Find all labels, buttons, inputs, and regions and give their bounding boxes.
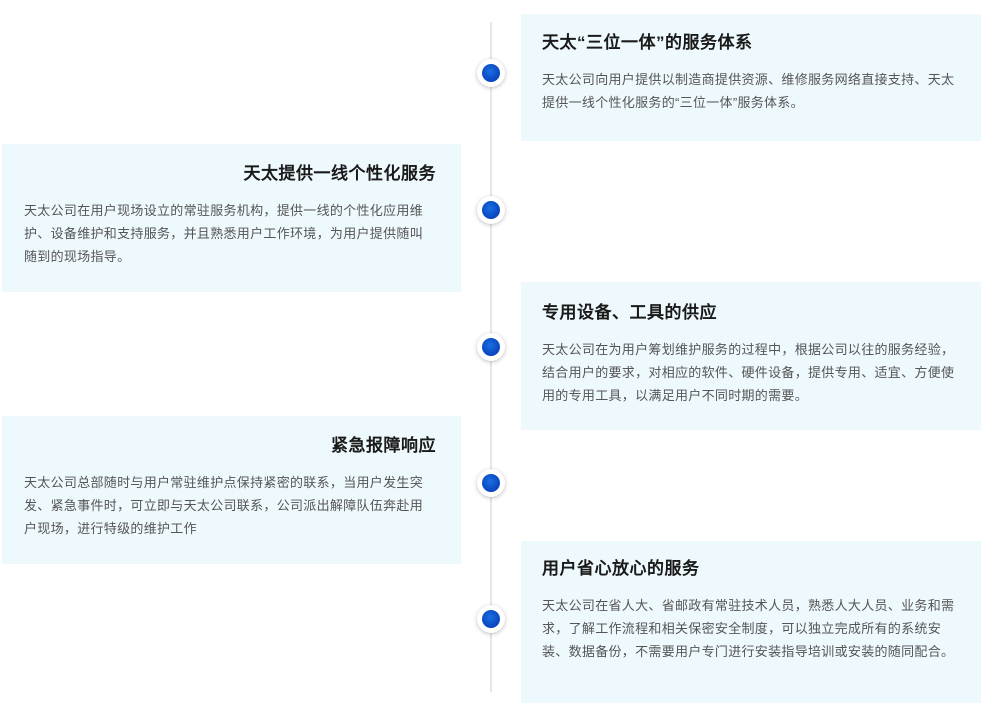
- timeline-card-three-in-one: 天太“三位一体”的服务体系 天太公司向用户提供以制造商提供资源、维修服务网络直接…: [521, 14, 981, 141]
- card-description: 天太公司在用户现场设立的常驻服务机构，提供一线的个性化应用维护、设备维护和支持服…: [24, 203, 424, 264]
- timeline-dot-icon: [477, 605, 505, 633]
- card-description: 天太公司在省人大、省邮政有常驻技术人员，熟悉人大人员、业务和需求，了解工作流程和…: [542, 598, 955, 659]
- card-title: 专用设备、工具的供应: [542, 303, 717, 322]
- card-title: 天太“三位一体”的服务体系: [542, 33, 753, 52]
- timeline-card-frontline-service: 天太提供一线个性化服务 天太公司在用户现场设立的常驻服务机构，提供一线的个性化应…: [2, 144, 461, 292]
- timeline-dot-icon: [477, 469, 505, 497]
- card-description: 天太公司在为用户筹划维护服务的过程中，根据公司以往的服务经验，结合用户的要求，对…: [542, 342, 955, 403]
- card-title: 紧急报障响应: [331, 436, 436, 455]
- timeline-card-emergency-response: 紧急报障响应 天太公司总部随时与用户常驻维护点保持紧密的联系，当用户发生突发、紧…: [2, 416, 461, 564]
- timeline-card-worry-free-service: 用户省心放心的服务 天太公司在省人大、省邮政有常驻技术人员，熟悉人大人员、业务和…: [521, 541, 981, 703]
- timeline-dot-icon: [477, 196, 505, 224]
- card-description: 天太公司向用户提供以制造商提供资源、维修服务网络直接支持、天太提供一线个性化服务…: [542, 72, 955, 110]
- timeline-card-equipment-supply: 专用设备、工具的供应 天太公司在为用户筹划维护服务的过程中，根据公司以往的服务经…: [521, 282, 981, 430]
- timeline-dot-icon: [477, 59, 505, 87]
- timeline-dot-icon: [477, 333, 505, 361]
- card-description: 天太公司总部随时与用户常驻维护点保持紧密的联系，当用户发生突发、紧急事件时，可立…: [24, 475, 424, 536]
- card-title: 用户省心放心的服务: [542, 559, 700, 578]
- card-title: 天太提供一线个性化服务: [243, 164, 436, 183]
